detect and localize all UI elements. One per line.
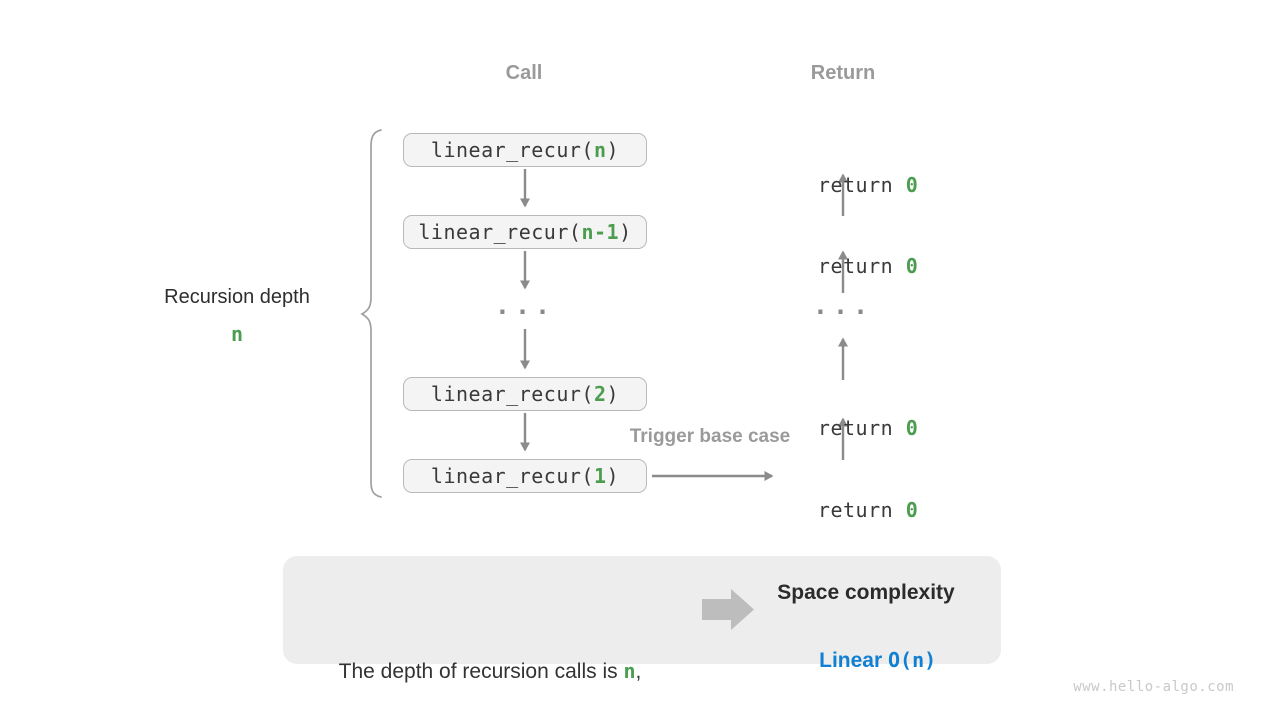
code-text: ) bbox=[619, 220, 632, 244]
code-text: ) bbox=[606, 382, 620, 406]
code-text: linear_recur( bbox=[430, 138, 594, 162]
code-arg: n-1 bbox=[581, 220, 620, 244]
return-value: 0 bbox=[905, 254, 919, 278]
recursion-depth-label: Recursion depth n bbox=[87, 284, 387, 347]
summary-panel bbox=[283, 556, 1001, 664]
summary-var-n: n bbox=[623, 659, 636, 683]
code-text: linear_recur( bbox=[418, 220, 582, 244]
return-statement: return 0 bbox=[763, 459, 923, 522]
complexity-var-n: n bbox=[912, 648, 925, 672]
complexity-word: Linear bbox=[819, 649, 888, 672]
code-text: return bbox=[817, 416, 906, 440]
return-column-header: Return bbox=[810, 62, 876, 84]
return-statement: return 0 bbox=[763, 377, 923, 440]
recursion-depth-title: Recursion depth bbox=[164, 286, 310, 308]
call-box-1: linear_recur(1) bbox=[403, 459, 647, 493]
complexity-code: ) bbox=[924, 648, 937, 672]
return-statement: return 0 bbox=[763, 215, 923, 278]
code-arg: 2 bbox=[593, 382, 607, 406]
return-value: 0 bbox=[905, 173, 919, 197]
summary-text: The depth of recursion calls is n, using… bbox=[300, 574, 680, 720]
watermark: www.hello-algo.com bbox=[1073, 679, 1234, 695]
return-ellipsis: ... bbox=[812, 291, 874, 320]
code-text: ) bbox=[606, 464, 620, 488]
code-text: return bbox=[817, 254, 906, 278]
return-statement: return 0 bbox=[763, 134, 923, 197]
return-value: 0 bbox=[905, 416, 919, 440]
code-arg: 1 bbox=[593, 464, 607, 488]
code-text: return bbox=[817, 173, 906, 197]
summary-text-segment: , bbox=[635, 660, 642, 683]
call-box-2: linear_recur(2) bbox=[403, 377, 647, 411]
return-value: 0 bbox=[905, 498, 919, 522]
call-box-n-1: linear_recur(n-1) bbox=[403, 215, 647, 249]
code-text: linear_recur( bbox=[430, 382, 594, 406]
code-arg: n bbox=[593, 138, 607, 162]
recursion-depth-value: n bbox=[230, 322, 244, 346]
complexity-code: O( bbox=[888, 648, 913, 672]
call-column-header: Call bbox=[505, 62, 543, 84]
code-text: return bbox=[817, 498, 906, 522]
space-complexity-title: Space complexity bbox=[777, 581, 955, 604]
space-complexity-value: Linear O(n) bbox=[756, 618, 976, 703]
summary-line-1: The depth of recursion calls is n, bbox=[300, 652, 680, 691]
summary-text-segment: The depth of recursion calls is bbox=[338, 660, 624, 683]
trigger-base-case-label: Trigger base case bbox=[629, 426, 791, 447]
call-ellipsis: ... bbox=[494, 291, 556, 320]
call-box-n: linear_recur(n) bbox=[403, 133, 647, 167]
code-text: linear_recur( bbox=[430, 464, 594, 488]
code-text: ) bbox=[606, 138, 620, 162]
